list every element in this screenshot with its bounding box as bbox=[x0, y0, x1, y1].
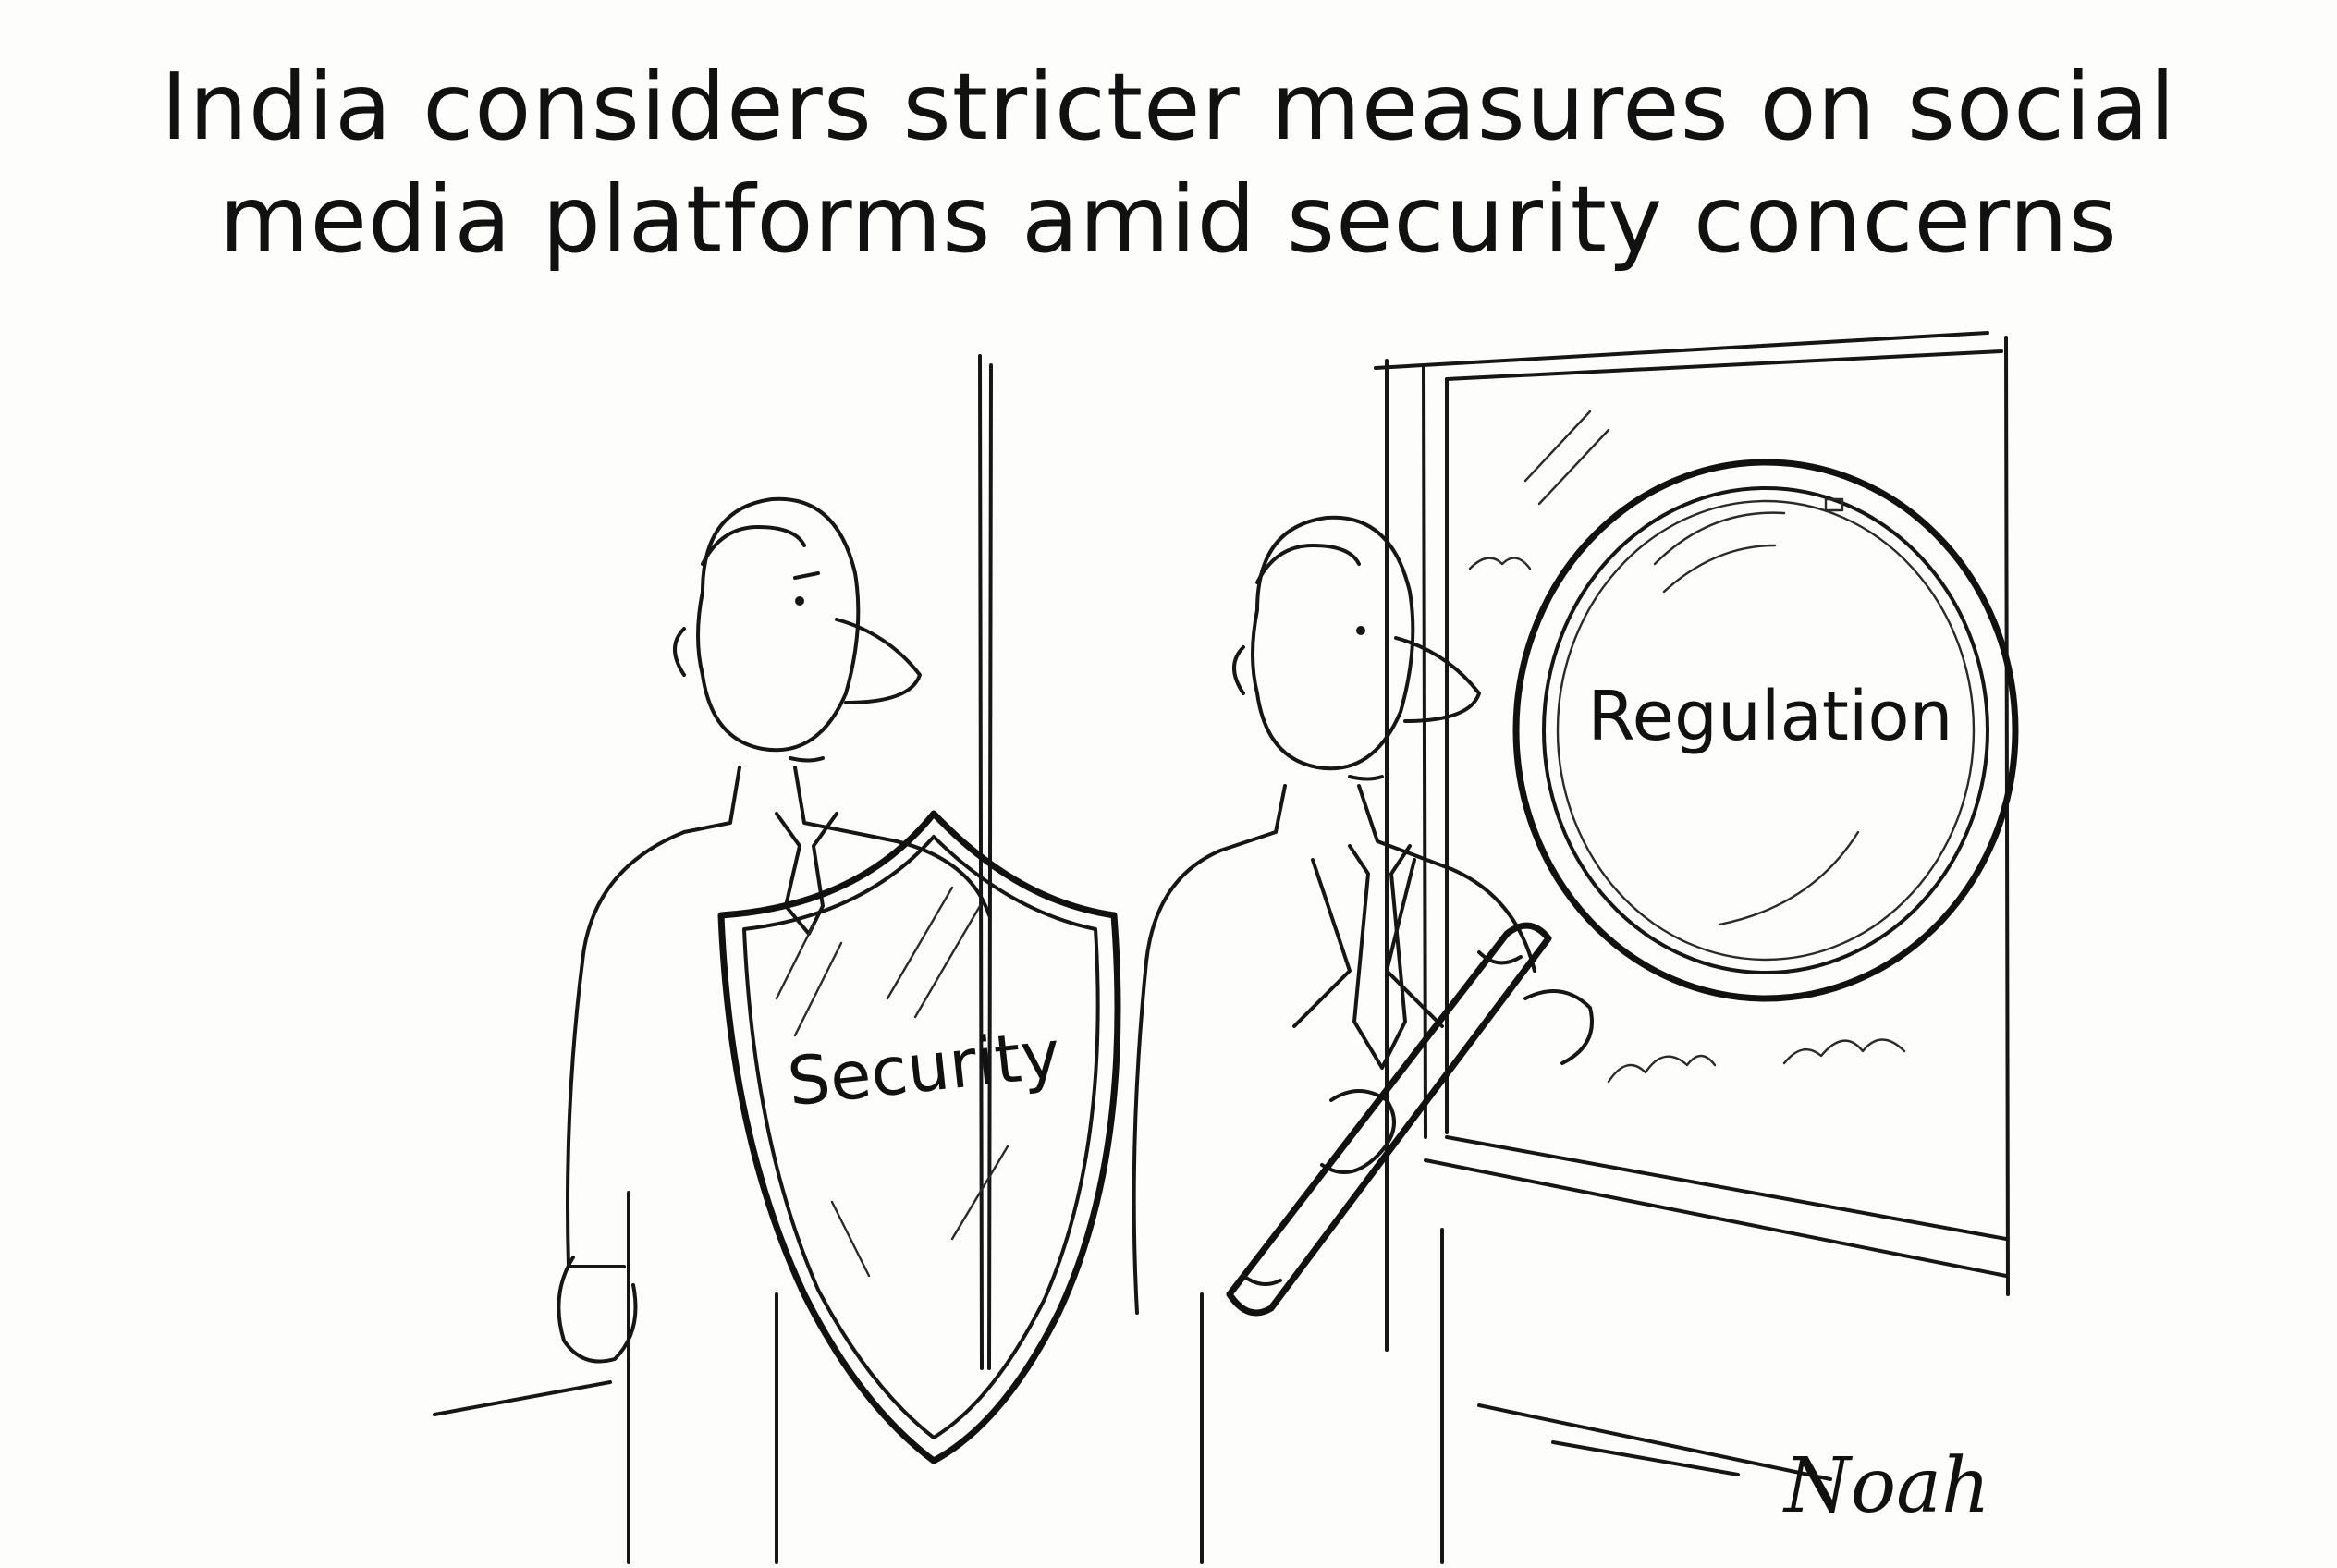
artist-signature: Noah bbox=[1784, 1442, 1990, 1530]
caption-line-1: India considers stricter measures on soc… bbox=[161, 53, 2176, 161]
cartoon-caption: India considers stricter measures on soc… bbox=[0, 51, 2337, 276]
magnifier-label: Regulation bbox=[1587, 677, 1952, 756]
caption-line-2: media platforms amid security concerns bbox=[219, 165, 2118, 274]
room-background bbox=[433, 331, 2010, 1481]
regulation-magnifier: Regulation bbox=[1226, 459, 2019, 1317]
shield-label: Security bbox=[784, 1015, 1064, 1121]
left-man bbox=[557, 496, 991, 1564]
security-shield: Security bbox=[717, 810, 1121, 1464]
right-man bbox=[1132, 515, 1594, 1564]
